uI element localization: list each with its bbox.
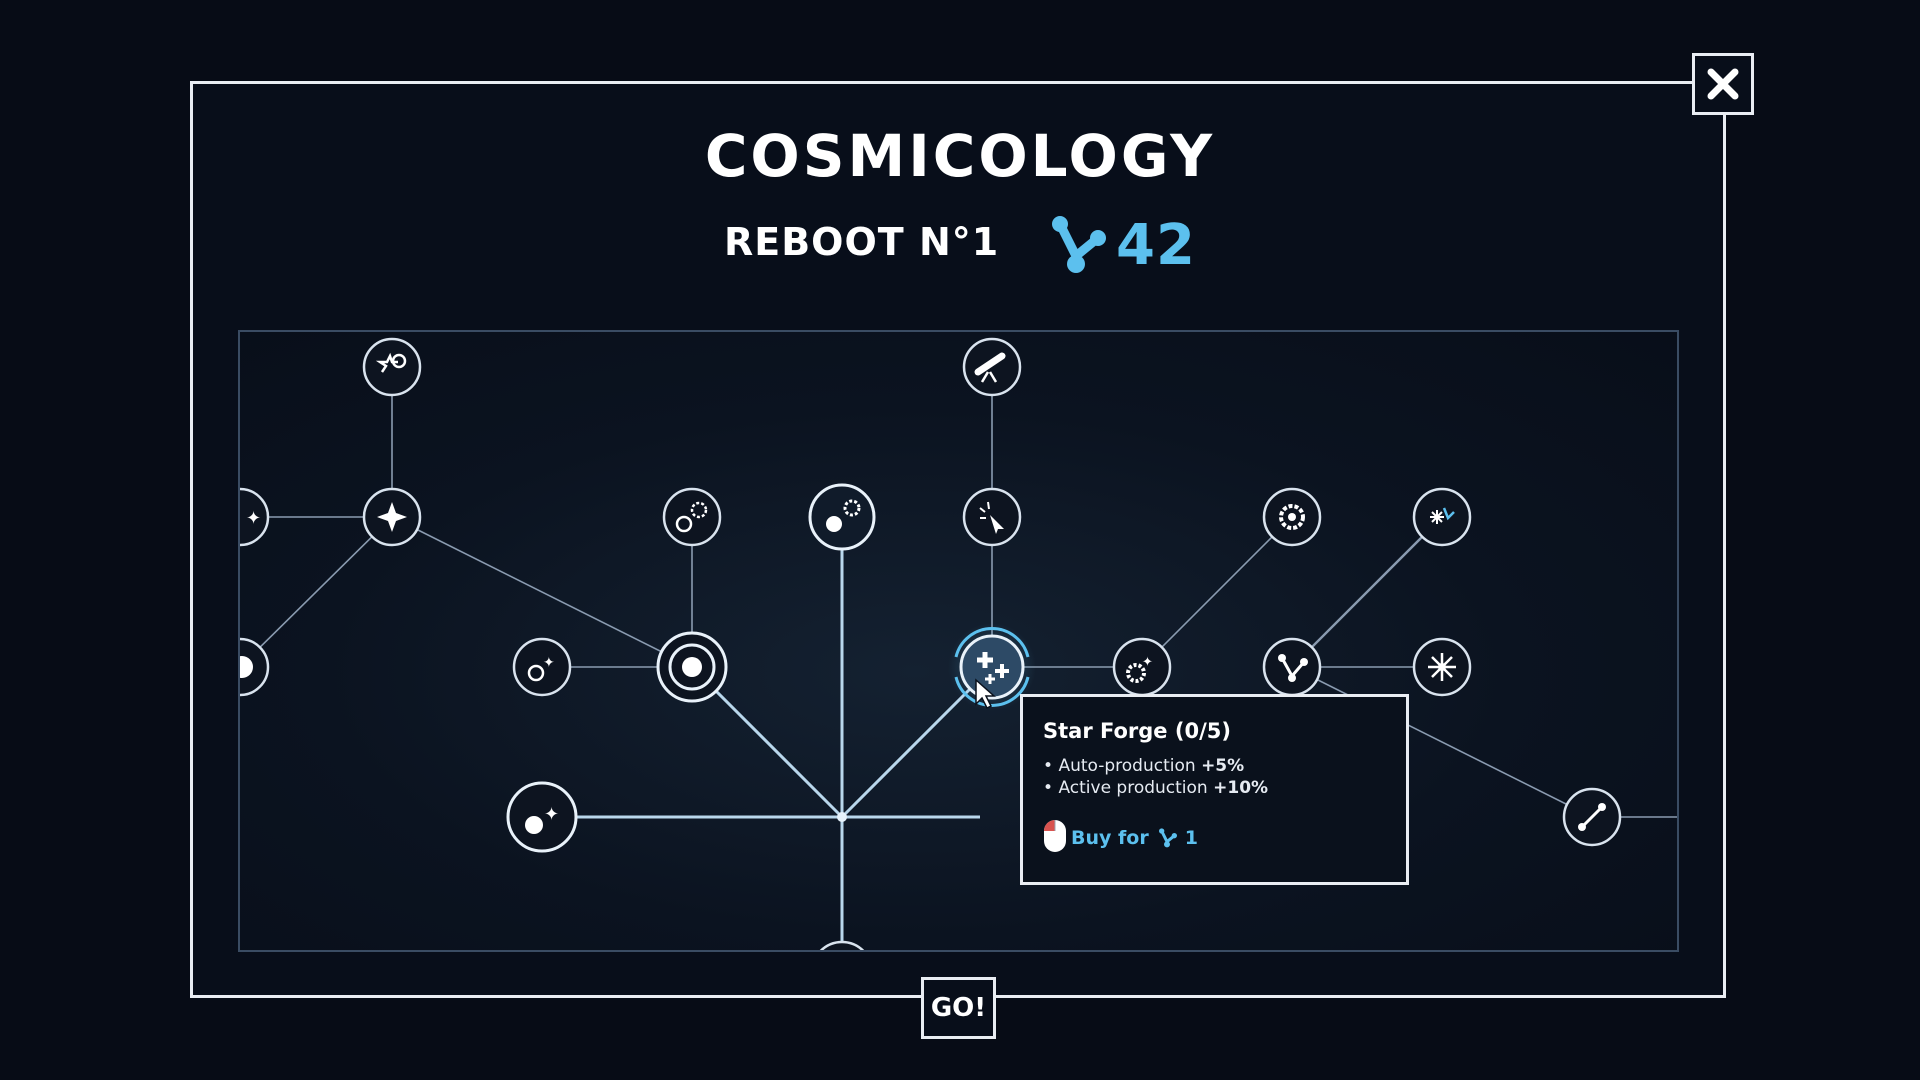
node-snowflake[interactable] xyxy=(1412,637,1472,697)
node-star-gear[interactable] xyxy=(362,337,422,397)
node-four-point-star[interactable] xyxy=(362,487,422,547)
points-value: 42 xyxy=(1116,212,1196,278)
node-gear-partial[interactable] xyxy=(240,637,270,697)
tree-links-inactive xyxy=(240,367,1677,818)
svg-text:✦: ✦ xyxy=(543,655,555,671)
tree-links-active xyxy=(542,517,994,950)
node-bottom-partial[interactable] xyxy=(812,940,872,952)
node-gear-cycle[interactable] xyxy=(1262,487,1322,547)
junction-dot xyxy=(837,812,847,822)
page-title: COSMICOLOGY xyxy=(704,122,1216,190)
tooltip-effects: • Auto-production +5% • Active productio… xyxy=(1043,755,1386,799)
tooltip-effect-line: • Auto-production +5% xyxy=(1043,756,1245,776)
skill-tree-area[interactable]: % ✦ xyxy=(238,330,1679,952)
node-orb-gear[interactable] xyxy=(662,487,722,547)
mouse-pointer-icon xyxy=(975,678,996,710)
skill-tree-svg: % ✦ xyxy=(240,337,1677,952)
svg-text:✦: ✦ xyxy=(246,508,261,529)
node-gear-stars[interactable]: ✦ xyxy=(1112,637,1172,697)
node-snowflake-branch[interactable] xyxy=(1412,487,1472,547)
buy-label: Buy for xyxy=(1071,827,1149,849)
go-button[interactable]: GO! xyxy=(921,977,996,1039)
tooltip-title: Star Forge (0/5) xyxy=(1043,719,1231,743)
buy-cost: 1 xyxy=(1184,827,1198,849)
skill-tooltip: Star Forge (0/5) • Auto-production +5% •… xyxy=(1020,694,1409,885)
node-link[interactable] xyxy=(1562,787,1622,847)
close-button[interactable] xyxy=(1692,53,1754,115)
node-orb-stars-small[interactable]: ✦ xyxy=(512,637,572,697)
branch-node-icon xyxy=(1158,828,1177,848)
node-stars-partial[interactable]: ✦ xyxy=(240,487,270,547)
node-orb-gear-active[interactable] xyxy=(808,483,876,551)
node-branch[interactable] xyxy=(1262,637,1322,697)
node-orb-stars-owned[interactable]: ✦ xyxy=(506,781,578,853)
node-target-owned[interactable] xyxy=(656,631,728,703)
close-x-icon xyxy=(1707,68,1739,100)
tooltip-effect-line: • Active production +10% xyxy=(1043,778,1269,798)
points-counter: 42 xyxy=(1046,212,1196,278)
svg-text:✦: ✦ xyxy=(1142,655,1153,670)
node-telescope[interactable] xyxy=(962,337,1022,397)
svg-text:✦: ✦ xyxy=(544,804,559,825)
node-cursor-click[interactable] xyxy=(962,487,1022,547)
tooltip-buy-action[interactable]: Buy for 1 xyxy=(1043,820,1198,852)
branch-node-icon xyxy=(1052,216,1106,273)
reboot-label: REBOOT N°1 xyxy=(724,220,1000,264)
mouse-left-click-icon xyxy=(1044,820,1066,852)
